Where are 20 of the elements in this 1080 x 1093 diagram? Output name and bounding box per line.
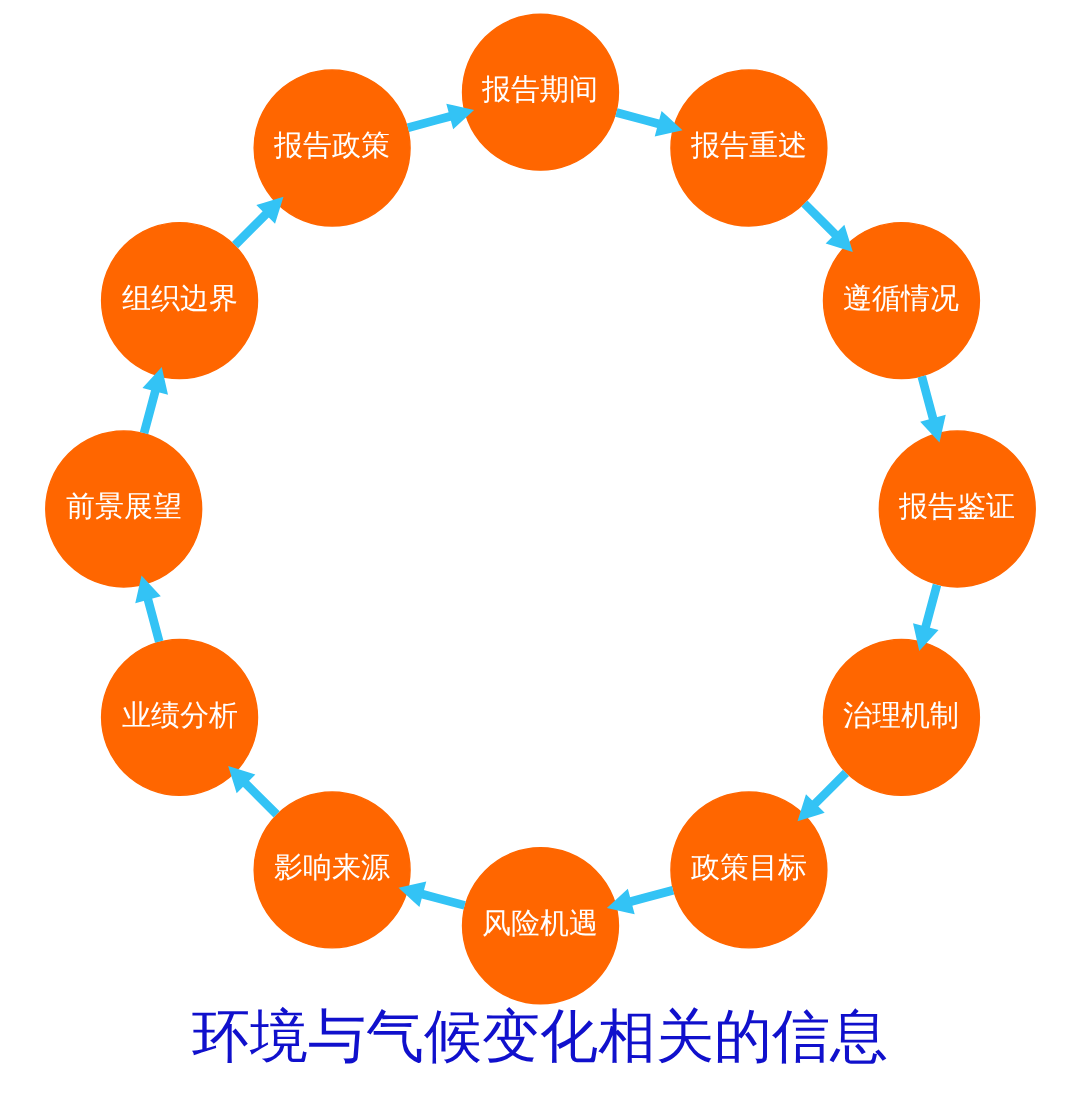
arrow xyxy=(797,769,849,822)
node-circle: 风险机遇 xyxy=(461,847,619,1005)
arrow xyxy=(614,108,682,137)
arrow xyxy=(398,881,466,910)
arrow xyxy=(800,200,853,252)
node-circle: 治理机制 xyxy=(822,638,980,796)
node-circle: 组织边界 xyxy=(100,221,258,380)
node-circle: 报告重述 xyxy=(669,69,828,227)
node-circle: 报告鉴证 xyxy=(878,430,1036,588)
arrow xyxy=(231,196,283,249)
arrow xyxy=(227,766,280,818)
arrow xyxy=(606,886,674,915)
arrow xyxy=(917,375,946,443)
arrow xyxy=(139,367,168,435)
node-circle: 报告期间 xyxy=(461,13,619,171)
node-circle: 影响来源 xyxy=(252,791,411,949)
node-circle: 前景展望 xyxy=(44,430,202,588)
arrow xyxy=(134,575,163,643)
arrow xyxy=(406,103,474,132)
arrow xyxy=(912,583,941,651)
